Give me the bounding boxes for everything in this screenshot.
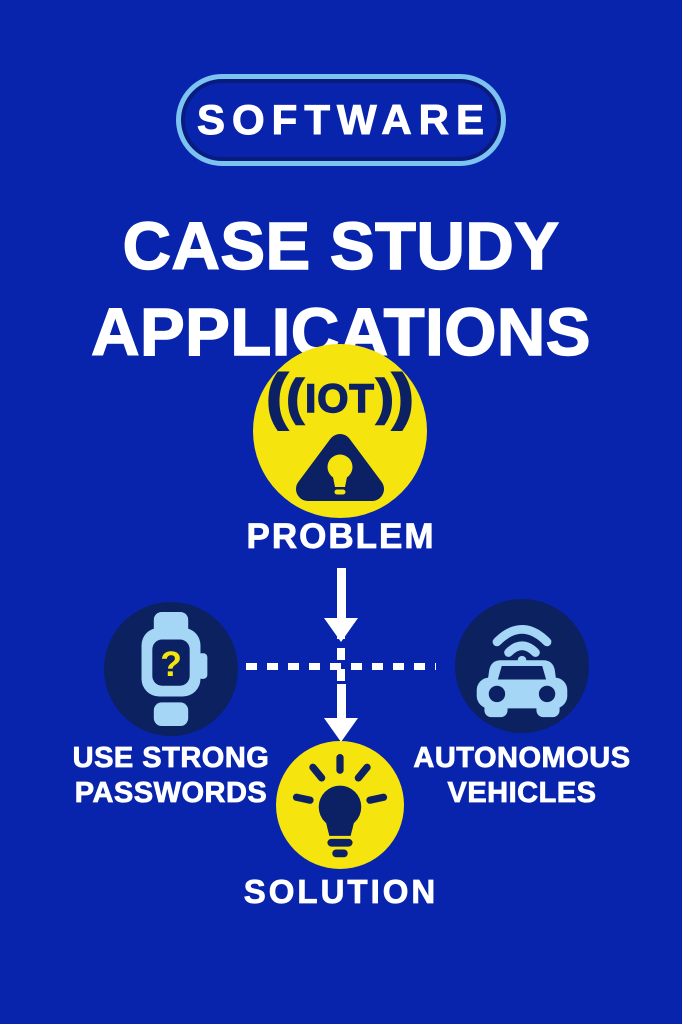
software-badge: SOFTWARE xyxy=(176,74,506,166)
vehicles-label-line-1: AUTONOMOUS xyxy=(413,742,631,775)
iot-inner-open-arc: ( xyxy=(286,370,305,425)
smartwatch-question-icon: ? xyxy=(141,612,208,726)
solution-label: SOLUTION xyxy=(243,873,439,911)
vehicles-label-line-2: VEHICLES xyxy=(447,777,597,810)
passwords-label-line-1: USE STRONG xyxy=(72,742,270,775)
badge-label: SOFTWARE xyxy=(197,96,491,144)
vehicles-label: AUTONOMOUS VEHICLES xyxy=(391,741,653,811)
problem-label: PROBLEM xyxy=(246,517,436,557)
iot-label: IOT xyxy=(304,377,375,421)
solution-node-circle xyxy=(276,741,404,869)
iot-inner-close-arc: ) xyxy=(376,370,395,425)
lightbulb-idea-icon xyxy=(292,754,388,858)
iot-outer-close-arc: ) xyxy=(392,363,415,430)
iot-signal-text: ( ( IOT ) ) xyxy=(265,363,415,430)
passwords-label-line-2: PASSWORDS xyxy=(74,777,268,810)
problem-node-circle: ( ( IOT ) ) xyxy=(253,344,427,518)
title-line-1: CASE STUDY xyxy=(122,208,560,285)
passwords-label: USE STRONG PASSWORDS xyxy=(40,741,302,811)
horizontal-dashed-line xyxy=(246,663,436,670)
iot-outer-open-arc: ( xyxy=(265,363,288,430)
down-arrow-icon xyxy=(324,684,358,742)
page-title: CASE STUDY APPLICATIONS xyxy=(0,204,682,376)
watch-question-glyph: ? xyxy=(160,645,182,684)
vertical-dashed-line xyxy=(337,627,345,685)
vehicles-node-circle xyxy=(455,599,589,733)
warning-triangle-bulb-icon xyxy=(296,434,384,501)
autonomous-car-wifi-icon xyxy=(476,625,568,718)
passwords-node-circle: ? xyxy=(104,602,238,736)
